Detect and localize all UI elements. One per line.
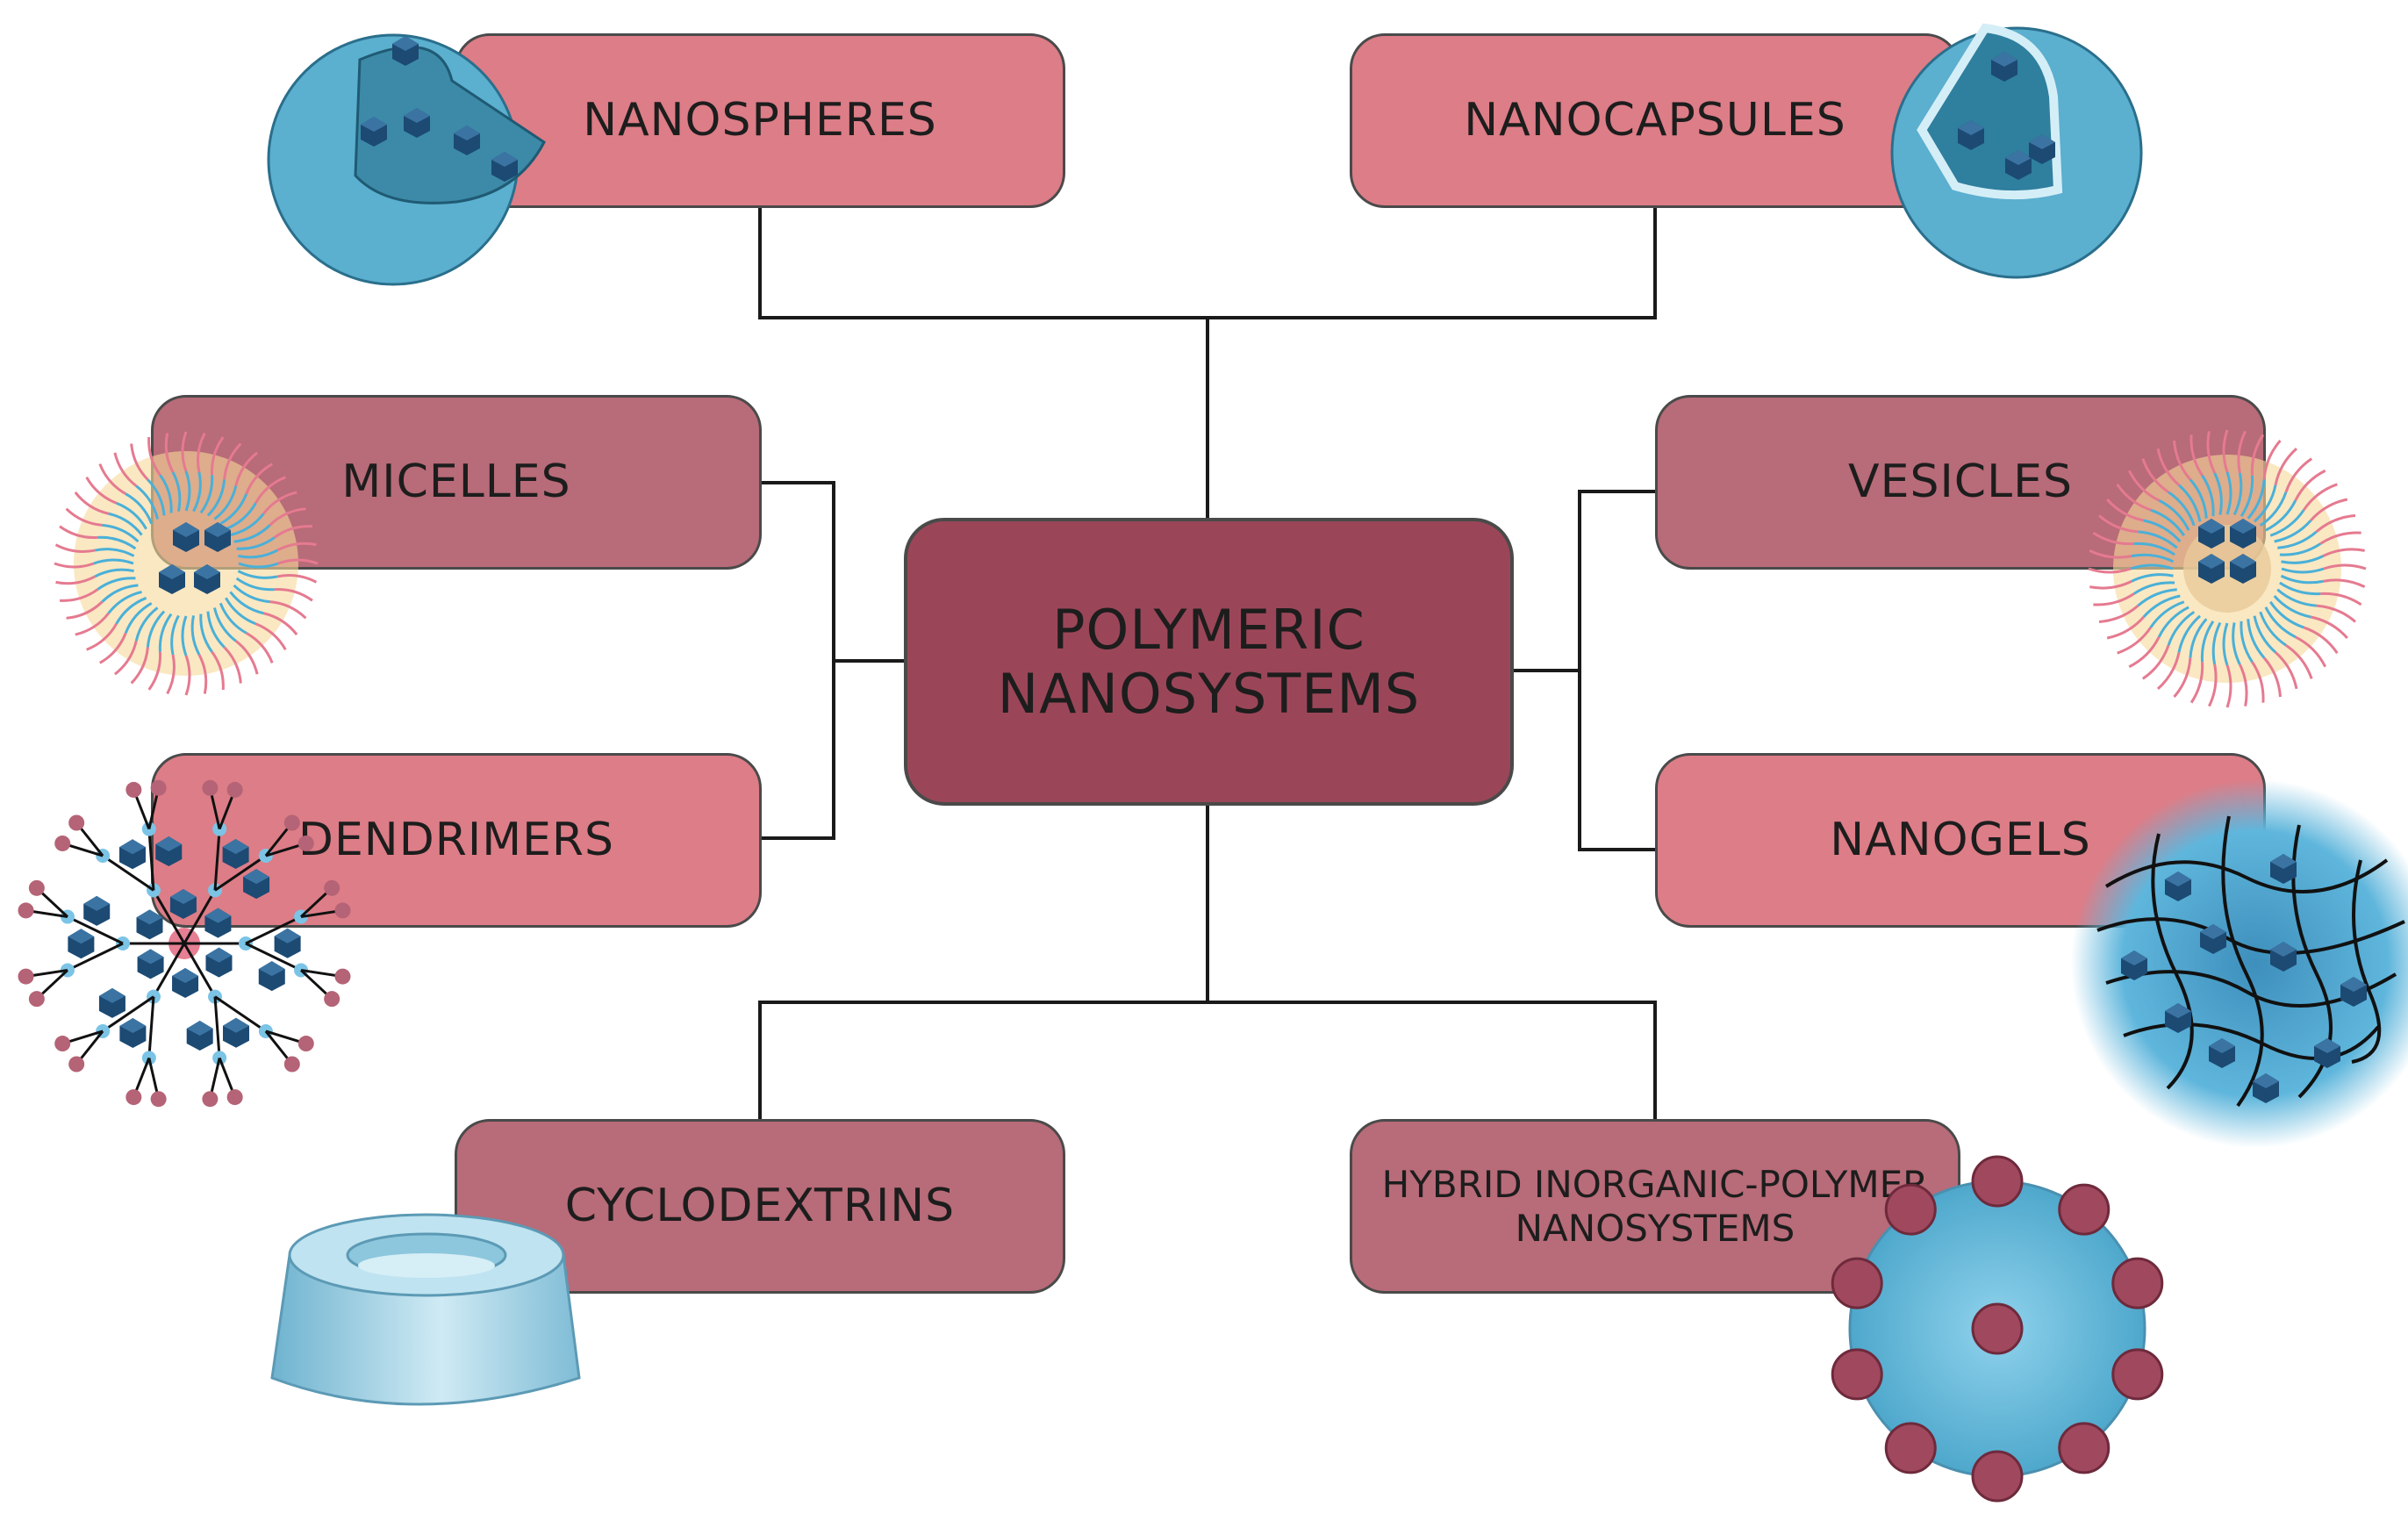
node-dendrimers: DENDRIMERS xyxy=(151,753,762,928)
connector-right xyxy=(1514,490,1655,851)
node-polymeric-nanosystems: POLYMERIC NANOSYSTEMS xyxy=(904,518,1514,806)
node-dendrimers-label: DENDRIMERS xyxy=(297,813,615,866)
node-vesicles: VESICLES xyxy=(1655,395,2266,570)
node-nanocapsules-label: NANOCAPSULES xyxy=(1464,93,1846,147)
node-vesicles-label: VESICLES xyxy=(1848,455,2073,508)
node-nanogels: NANOGELS xyxy=(1655,753,2266,928)
node-cyclodextrins-label: CYCLODEXTRINS xyxy=(564,1179,956,1232)
node-cyclodextrins: CYCLODEXTRINS xyxy=(455,1119,1065,1294)
center-label: POLYMERIC NANOSYSTEMS xyxy=(997,597,1421,726)
node-micelles-label: MICELLES xyxy=(341,455,571,508)
connector-left xyxy=(760,481,904,840)
connector-top xyxy=(758,208,1657,518)
node-hybrid: HYBRID INORGANIC-POLYMER NANOSYSTEMS xyxy=(1350,1119,1960,1294)
node-nanospheres: NANOSPHERES xyxy=(455,33,1065,208)
node-hybrid-label: HYBRID INORGANIC-POLYMER NANOSYSTEMS xyxy=(1381,1162,1929,1250)
node-nanospheres-label: NANOSPHERES xyxy=(583,93,937,147)
node-nanocapsules: NANOCAPSULES xyxy=(1350,33,1960,208)
node-micelles: MICELLES xyxy=(151,395,762,570)
node-nanogels-label: NANOGELS xyxy=(1830,813,2091,866)
connector-bottom xyxy=(758,806,1657,1119)
